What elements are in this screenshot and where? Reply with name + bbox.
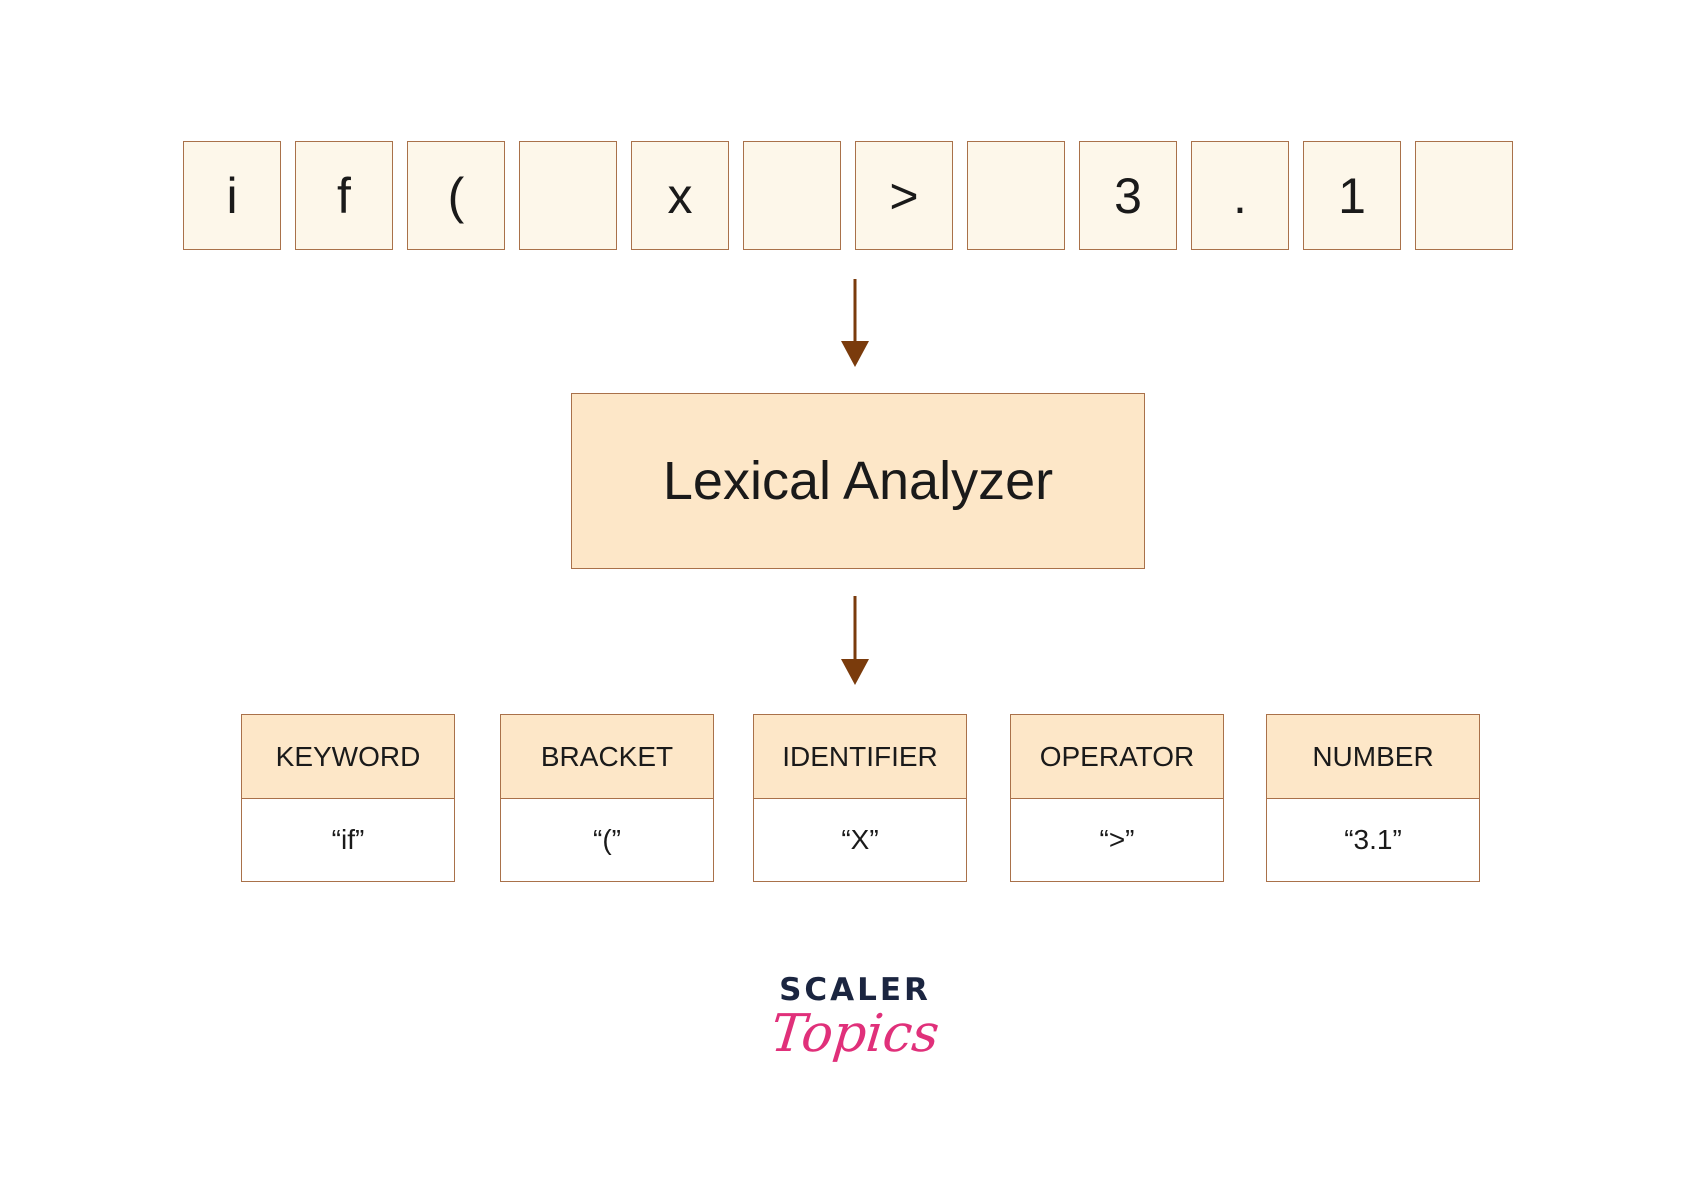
- token-value: “3.1”: [1344, 824, 1402, 855]
- token-card-number: NUMBER “3.1”: [1266, 714, 1480, 882]
- token-card-operator: OPERATOR “>”: [1010, 714, 1224, 882]
- token-value: “(”: [593, 824, 621, 855]
- token-card-bracket: BRACKET “(”: [500, 714, 714, 882]
- token-type-label: OPERATOR: [1011, 715, 1223, 799]
- input-char-cell: 1: [1303, 141, 1401, 250]
- input-char-cell: .: [1191, 141, 1289, 250]
- lexical-analyzer-box: Lexical Analyzer: [571, 393, 1145, 569]
- input-char-cell: [519, 141, 617, 250]
- token-value: “X”: [841, 824, 879, 855]
- input-char-cell: [743, 141, 841, 250]
- scaler-topics-logo: SCALER Topics: [768, 972, 942, 1102]
- token-card-keyword: KEYWORD “if”: [241, 714, 455, 882]
- token-type-label: KEYWORD: [242, 715, 454, 799]
- input-char-cell: i: [183, 141, 281, 250]
- input-char-cell: >: [855, 141, 953, 250]
- input-char-cell: 3: [1079, 141, 1177, 250]
- token-type-label: BRACKET: [501, 715, 713, 799]
- token-value: “>”: [1099, 824, 1135, 855]
- input-char-cell: f: [295, 141, 393, 250]
- token-card-identifier: IDENTIFIER “X”: [753, 714, 967, 882]
- down-arrow-icon: [841, 279, 869, 367]
- input-character-stream: i f ( x > 3 . 1: [183, 141, 1513, 250]
- down-arrow-icon: [841, 596, 869, 685]
- input-char-cell: [1415, 141, 1513, 250]
- token-type-label: NUMBER: [1267, 715, 1479, 799]
- logo-line-topics: Topics: [768, 1004, 942, 1064]
- input-char-cell: x: [631, 141, 729, 250]
- logo-line-scaler: SCALER: [779, 972, 931, 1008]
- input-char-cell: (: [407, 141, 505, 250]
- token-type-label: IDENTIFIER: [754, 715, 966, 799]
- token-value: “if”: [331, 824, 365, 855]
- lexical-analyzer-label: Lexical Analyzer: [662, 451, 1054, 511]
- input-char-cell: [967, 141, 1065, 250]
